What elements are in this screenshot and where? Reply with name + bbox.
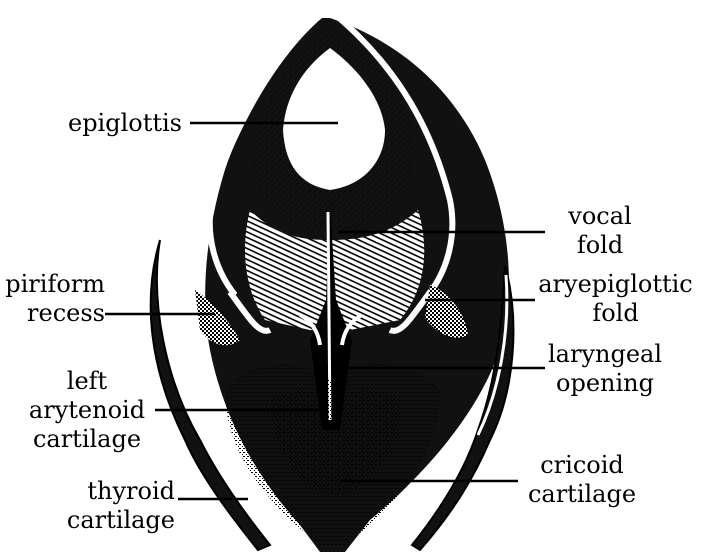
label-cricoid-cartilage: cricoid cartilage [512,451,652,509]
label-piriform-recess: piriform recess [0,270,105,328]
label-thyroid-cartilage: thyroid cartilage [30,477,175,535]
label-left-arytenoid-cartilage: left arytenoid cartilage [22,367,152,454]
label-aryepiglottic-fold: aryepiglottic fold [528,270,703,328]
label-epiglottis: epiglottis [20,109,182,138]
label-laryngeal-opening: laryngeal opening [535,340,675,398]
label-vocal-fold: vocal fold [540,202,660,260]
